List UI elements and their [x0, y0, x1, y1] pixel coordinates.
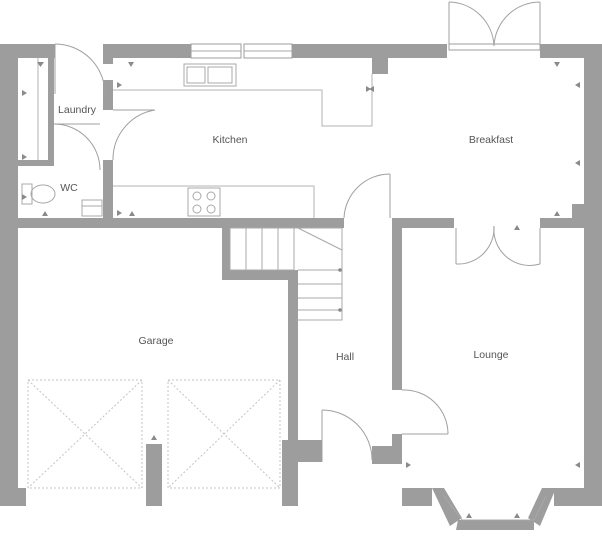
wall-kitchen-bottom	[0, 218, 344, 228]
wall-pier-top	[372, 58, 388, 74]
wall-top-laundry	[0, 44, 55, 58]
room-label-garage: Garage	[138, 335, 173, 347]
markers	[22, 62, 580, 518]
kitchen-hob	[187, 187, 221, 217]
wall-lounge-top-left	[392, 218, 454, 228]
wall-laundry-kitchen-mid	[103, 80, 113, 110]
walls	[0, 43, 602, 530]
doors	[27, 1, 547, 521]
wall-stair-left	[222, 228, 230, 276]
wall-bay-bottom	[456, 520, 534, 530]
room-label-laundry: Laundry	[58, 104, 97, 116]
wall-lounge-bottom-right	[554, 488, 602, 506]
wall-top-kitchen-b	[292, 44, 447, 58]
wc-basin	[81, 199, 103, 217]
kitchen-counter-top	[113, 74, 373, 127]
wall-right	[584, 44, 602, 506]
wc-toilet-bowl	[30, 184, 56, 204]
wall-bay-left	[432, 488, 462, 526]
garage-door-left	[27, 379, 143, 489]
wall-hall-bottom-right	[372, 446, 402, 464]
staircase	[229, 227, 343, 321]
wall-hall-lounge-upper	[392, 218, 402, 390]
wall-garage-bottom-left	[0, 488, 26, 506]
wall-laundry-kitchen-low	[103, 160, 113, 218]
wall-hall-left	[288, 270, 298, 460]
hob-ring-2	[206, 191, 216, 201]
room-label-hall: Hall	[336, 351, 354, 363]
room-label-lounge: Lounge	[473, 349, 508, 361]
wall-hall-bottom-left	[282, 440, 322, 462]
wall-lounge-bottom-left	[402, 488, 432, 506]
fixtures	[21, 58, 373, 218]
wall-laundry-kitchen-top	[103, 44, 113, 64]
wall-laundry-inner	[48, 58, 54, 166]
wall-lounge-top-right	[540, 218, 584, 228]
wall-laundry-wc	[18, 160, 54, 166]
wall-stair-bottom	[222, 270, 298, 280]
wall-top-kitchen-a	[105, 44, 191, 58]
wall-pier-right	[572, 204, 584, 222]
kitchen-sink	[183, 63, 237, 87]
room-label-kitchen: Kitchen	[212, 134, 247, 146]
bay-window	[443, 495, 547, 521]
stair-lower-flight	[294, 227, 343, 321]
garage-door-right	[167, 379, 281, 489]
room-label-breakfast: Breakfast	[469, 134, 513, 146]
wall-left	[0, 44, 18, 506]
kitchen-sink-bowl-1	[186, 66, 206, 84]
kitchen-sink-bowl-2	[207, 66, 233, 84]
hob-ring-1	[192, 191, 202, 201]
kitchen-counter-bottom	[113, 185, 315, 218]
wall-garage-pier	[146, 444, 162, 506]
room-labels: Laundry Kitchen Breakfast WC Garage Hall…	[58, 104, 513, 363]
room-label-wc: WC	[60, 182, 78, 194]
wall-bay-right	[528, 488, 556, 526]
hob-ring-3	[192, 204, 202, 214]
hob-ring-4	[206, 204, 216, 214]
